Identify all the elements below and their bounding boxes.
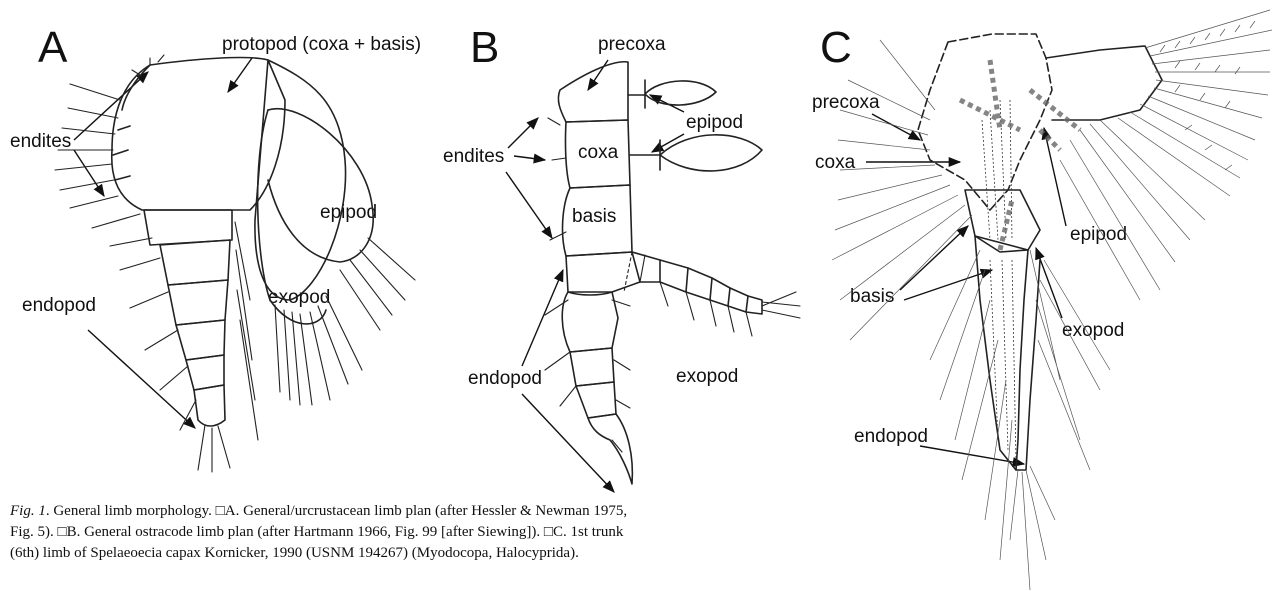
panel-a-endites-arrow-2 [74, 150, 104, 196]
panel-b-epipod-arrow-1 [650, 95, 684, 112]
panel-b-endopod-label: endopod [468, 368, 542, 389]
panel-b-endites-label: endites [443, 146, 504, 167]
panel-b-limb-drawing [545, 62, 800, 484]
caption-line-1-text: . General limb morphology. □A. General/u… [46, 503, 627, 519]
panel-c-basis-arrow-1 [900, 226, 968, 290]
panel-b-endopod-arrow-2 [522, 394, 614, 492]
panel-c-basis-label: basis [850, 286, 894, 307]
panel-b-precoxa-label: precoxa [598, 34, 666, 55]
panel-c-precoxa-arrow [872, 114, 920, 140]
panel-a-letter: A [38, 23, 68, 72]
panel-a-endites-arrow-1 [74, 72, 148, 140]
panel-b-letter: B [470, 23, 499, 72]
panel-c-precoxa-label: precoxa [812, 92, 880, 113]
panel-a-epipod-label: epipod [320, 202, 377, 223]
caption-fig-ref: Fig. 1 [10, 503, 46, 519]
panel-c-endopod-label: endopod [854, 426, 928, 447]
panel-b-epipod-label: epipod [686, 112, 743, 133]
panel-b-endites-arrow-2 [514, 156, 545, 160]
panel-c: C precoxa coxa epipod basis exopod endop… [812, 10, 1272, 590]
panel-a-protopod-label: protopod (coxa + basis) [222, 34, 421, 55]
panel-b-precoxa-arrow [588, 60, 608, 90]
panel-b: B precoxa epipod endites coxa basis endo… [443, 23, 800, 492]
caption-line-3: (6th) limb of Spelaeoecia capax Kornicke… [10, 543, 770, 564]
panel-b-exopod-label: exopod [676, 366, 738, 387]
panel-a-endopod-arrow [88, 330, 195, 428]
panel-a: A protopod (coxa + basis) endites epipod… [10, 23, 421, 472]
panel-a-endopod-label: endopod [22, 295, 96, 316]
panel-a-endites-label: endites [10, 131, 71, 152]
panel-b-basis-label: basis [572, 206, 616, 227]
caption-line-2: Fig. 5). □B. General ostracode limb plan… [10, 522, 770, 543]
panel-b-endites-arrow-1 [508, 118, 538, 148]
panel-c-letter: C [820, 23, 852, 72]
figure-caption: Fig. 1. General limb morphology. □A. Gen… [10, 501, 770, 591]
panel-a-protopod-arrow [228, 58, 252, 92]
panel-b-endites-arrow-3 [506, 172, 552, 238]
caption-line-1: Fig. 1. General limb morphology. □A. Gen… [10, 501, 770, 522]
panel-b-endopod-arrow-1 [522, 270, 563, 366]
panel-c-limb-drawing [832, 10, 1272, 590]
panel-a-limb-drawing [55, 55, 415, 472]
panel-b-coxa-label: coxa [578, 142, 619, 163]
